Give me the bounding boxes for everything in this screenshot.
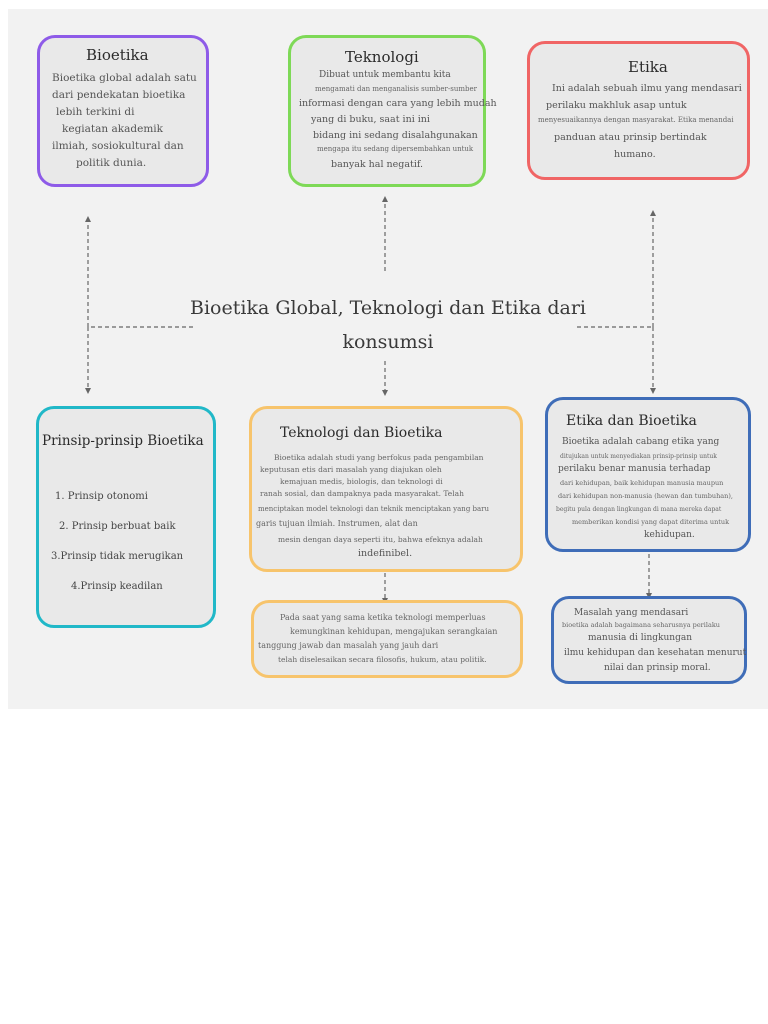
tekbio-title: Teknologi dan Bioetika (280, 425, 443, 441)
prinsip-item: 3.Prinsip tidak merugikan (51, 551, 184, 562)
prinsip-box: Prinsip-prinsip Bioetika 1. Prinsip oton… (36, 406, 216, 628)
etikabio-box: Etika dan Bioetika Bioetika adalah caban… (545, 397, 751, 552)
bioetika-line: politik dunia. (76, 157, 147, 169)
teknologi-box: Teknologi Dibuat untuk membantu kita men… (288, 35, 497, 187)
tekbio-line: keputusan etis dari masalah yang diajuka… (260, 465, 442, 474)
tekbio-note-line: Pada saat yang sama ketika teknologi mem… (280, 613, 486, 622)
tekbio-line: ranah sosial, dan dampaknya pada masyara… (260, 489, 464, 498)
teknologi-line: bidang ini sedang disalahgunakan (313, 130, 478, 141)
tekbio-line: kemajuan medis, biologis, dan teknologi … (280, 477, 443, 486)
etika-line: panduan atau prinsip bertindak (554, 132, 707, 143)
etika-line: perilaku makhluk asap untuk (546, 100, 687, 111)
etikabio-note-line: bioetika adalah bagaimana seharusnya per… (562, 621, 720, 629)
central-title: Bioetika Global, Teknologi dan Etika dar… (158, 297, 618, 353)
teknologi-line: informasi dengan cara yang lebih mudah (299, 98, 497, 109)
bioetika-line: ilmiah, sosiokultural dan (52, 140, 184, 152)
teknologi-title: Teknologi (345, 48, 419, 66)
etika-line: menyesuaikannya dengan masyarakat. Etika… (538, 116, 734, 124)
etikabio-note-box: Masalah yang mendasari bioetika adalah b… (551, 596, 747, 684)
etikabio-line: dari kehidupan, baik kehidupan manusia m… (560, 479, 724, 487)
prinsip-item: 2. Prinsip berbuat baik (59, 521, 176, 532)
etikabio-note-line: Masalah yang mendasari (574, 608, 689, 618)
prinsip-item: 4.Prinsip keadilan (71, 581, 163, 592)
tekbio-note-line: tanggung jawab dan masalah yang jauh dar… (258, 641, 439, 650)
central-title-line1: Bioetika Global, Teknologi dan Etika dar… (190, 297, 586, 319)
tekbio-line: garis tujuan ilmiah. Instrumen, alat dan (256, 519, 418, 528)
connectors (85, 196, 656, 604)
teknologi-line: mengapa itu sedang dipersembahkan untuk (317, 145, 474, 153)
tekbio-line: Bioetika adalah studi yang berfokus pada… (274, 453, 484, 462)
etika-line: humano. (614, 149, 656, 160)
prinsip-item: 1. Prinsip otonomi (55, 491, 148, 502)
etika-title: Etika (628, 58, 668, 76)
etikabio-note-line: manusia di lingkungan (588, 633, 693, 643)
etikabio-line: memberikan kondisi yang dapat diterima u… (572, 518, 730, 526)
tekbio-line: menciptakan model teknologi dan teknik m… (258, 505, 490, 513)
etikabio-note-line: ilmu kehidupan dan kesehatan menurut (564, 648, 747, 658)
tekbio-line: mesin dengan daya seperti itu, bahwa efe… (278, 535, 483, 544)
bioetika-line: kegiatan akademik (62, 123, 163, 135)
etika-box: Etika Ini adalah sebuah ilmu yang mendas… (527, 41, 750, 180)
teknologi-line: banyak hal negatif. (331, 159, 424, 170)
etikabio-line: ditujukan untuk menyediakan prinsip-prin… (560, 453, 717, 460)
teknologi-line: mengamati dan menganalisis sumber-sumber (315, 85, 477, 93)
central-title-line2: konsumsi (342, 331, 434, 353)
tekbio-box: Teknologi dan Bioetika Bioetika adalah s… (249, 406, 523, 572)
etikabio-note-line: nilai dan prinsip moral. (604, 663, 711, 673)
bioetika-line: Bioetika global adalah satu (52, 72, 197, 84)
bioetika-line: lebih terkini di (56, 106, 135, 118)
tekbio-note-line: kemungkinan kehidupan, mengajukan serang… (290, 627, 498, 636)
teknologi-line: Dibuat untuk membantu kita (319, 70, 451, 80)
bioetika-line: dari pendekatan bioetika (52, 89, 186, 101)
etikabio-title: Etika dan Bioetika (566, 413, 697, 429)
teknologi-line: yang di buku, saat ini ini (311, 114, 430, 125)
etikabio-line: Bioetika adalah cabang etika yang (562, 437, 720, 447)
etikabio-line: perilaku benar manusia terhadap (558, 464, 711, 474)
tekbio-line: indefinibel. (358, 548, 413, 559)
etikabio-line: dari kehidupan non-manusia (hewan dan tu… (558, 492, 733, 500)
bioetika-title: Bioetika (86, 46, 149, 64)
etikabio-line: begitu pula dengan lingkungan di mana me… (556, 506, 722, 513)
bioetika-box: Bioetika Bioetika global adalah satu dar… (37, 35, 209, 187)
prinsip-title: Prinsip-prinsip Bioetika (42, 433, 204, 449)
mind-map-canvas: Bioetika Global, Teknologi dan Etika dar… (8, 9, 768, 709)
etika-line: Ini adalah sebuah ilmu yang mendasari (552, 83, 742, 94)
tekbio-note-box: Pada saat yang sama ketika teknologi mem… (251, 600, 523, 678)
tekbio-note-line: telah diselesaikan secara filosofis, huk… (278, 655, 487, 664)
etikabio-line: kehidupan. (644, 530, 695, 540)
